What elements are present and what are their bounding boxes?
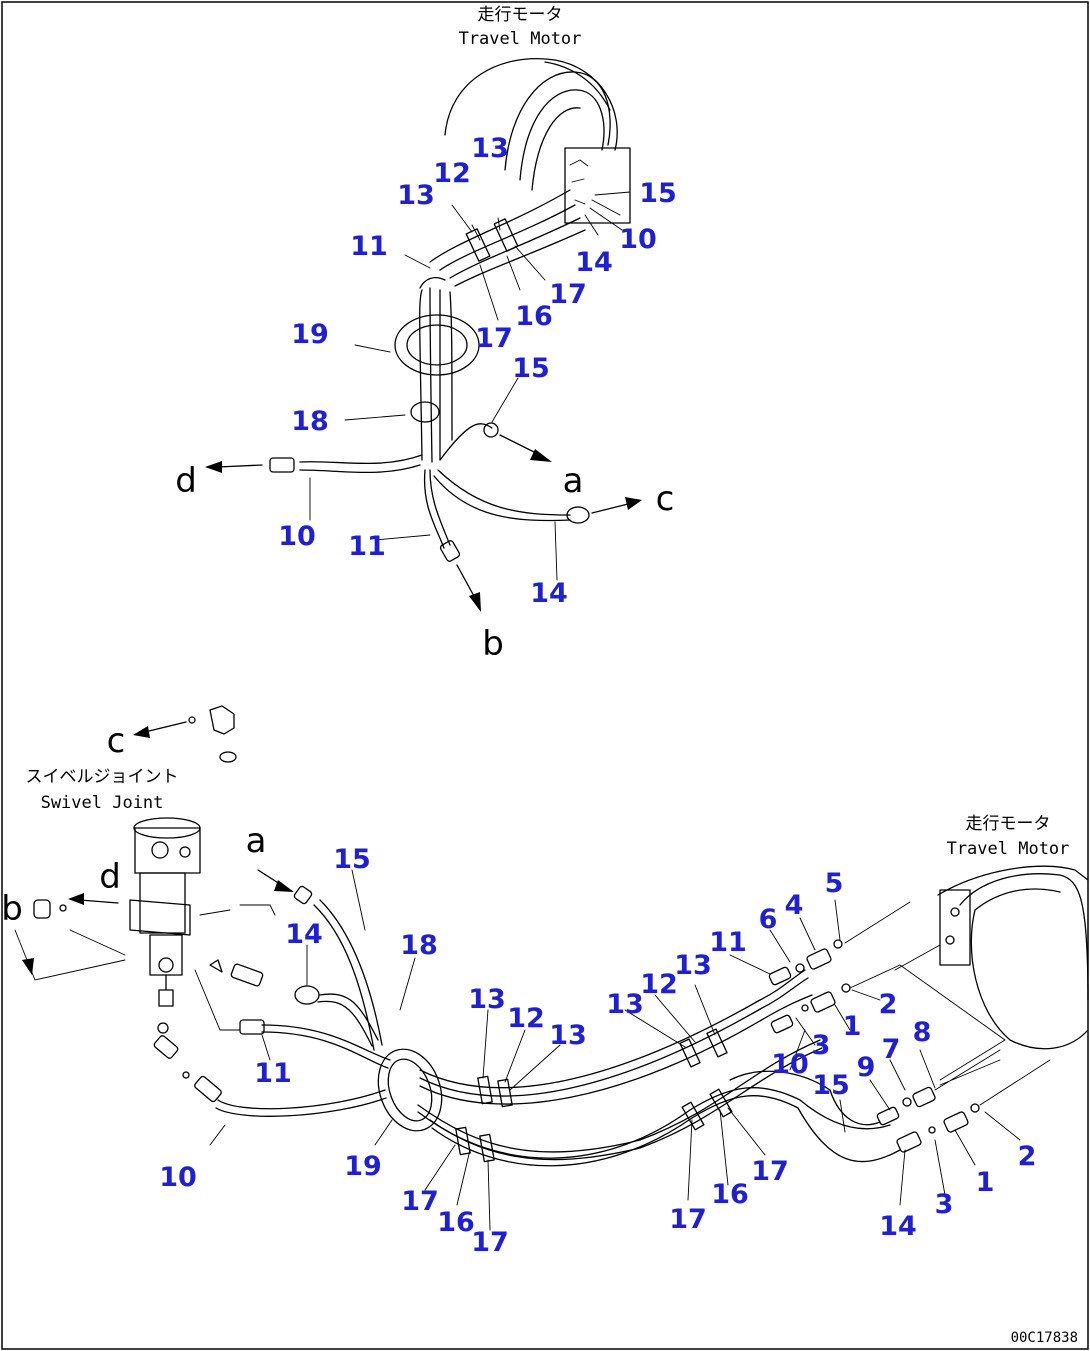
- part-number: 11: [254, 1058, 292, 1089]
- part-number: 14: [575, 247, 613, 278]
- swivel-joint: [129, 817, 201, 1007]
- part-number: 17: [751, 1156, 789, 1187]
- part-number: 16: [437, 1207, 475, 1238]
- part-number: 13: [606, 989, 644, 1020]
- part-number: 11: [709, 927, 747, 958]
- part-number: 18: [400, 930, 438, 961]
- top-motor-caption-jp: 走行モータ: [478, 5, 563, 25]
- part-number: 17: [401, 1186, 439, 1217]
- top-view: [205, 58, 642, 612]
- part-number: 12: [640, 969, 678, 1000]
- part-number: 13: [397, 180, 435, 211]
- part-number: 13: [471, 133, 509, 164]
- swivel-caption-en: Swivel Joint: [41, 793, 164, 813]
- bottom-letter-c: c: [107, 721, 126, 761]
- part-number: 3: [935, 1189, 954, 1220]
- top-letter-b: b: [482, 624, 504, 664]
- part-number: 15: [639, 178, 677, 209]
- elbow-fitting: [133, 705, 237, 763]
- part-number: 19: [344, 1151, 382, 1182]
- part-number: 16: [515, 301, 553, 332]
- part-number: 14: [879, 1211, 917, 1242]
- part-number: 17: [669, 1204, 707, 1235]
- part-number: 14: [530, 578, 568, 609]
- part-number: 14: [285, 919, 323, 950]
- part-number: 5: [825, 868, 844, 899]
- part-number: 11: [350, 231, 388, 262]
- part-number: 13: [549, 1020, 587, 1051]
- part-number: 12: [507, 1003, 545, 1034]
- part-number: 4: [785, 890, 804, 921]
- drawing-code: 00C17838: [1011, 1330, 1078, 1346]
- part-number: 17: [471, 1227, 509, 1258]
- part-number: 9: [857, 1052, 876, 1083]
- part-number: 2: [879, 989, 898, 1020]
- part-number: 3: [812, 1030, 831, 1061]
- top-letter-c: c: [656, 479, 675, 519]
- top-travel-motor: [444, 58, 631, 224]
- part-number: 8: [913, 1017, 932, 1048]
- top-letter-a: a: [563, 461, 584, 501]
- part-number: 15: [812, 1070, 850, 1101]
- bottom-view: [14, 705, 1089, 1231]
- part-number: 11: [348, 531, 386, 562]
- part-number: 17: [549, 279, 587, 310]
- part-number: 6: [759, 904, 778, 935]
- part-number: 17: [475, 323, 513, 354]
- part-number: 15: [512, 353, 550, 384]
- right-travel-motor: [937, 865, 1089, 1050]
- part-number: 13: [674, 950, 712, 981]
- part-number: 12: [433, 158, 471, 189]
- bottom-letter-a: a: [246, 821, 267, 861]
- bottom-letter-b: b: [1, 889, 23, 929]
- part-number: 7: [882, 1034, 901, 1065]
- part-number: 16: [711, 1179, 749, 1210]
- part-number: 19: [291, 319, 329, 350]
- right-motor-caption-jp: 走行モータ: [966, 814, 1051, 834]
- top-letter-d: d: [175, 461, 197, 501]
- top-motor-caption-en: Travel Motor: [459, 29, 582, 49]
- bottom-letter-d: d: [99, 857, 121, 897]
- part-number: 10: [619, 224, 657, 255]
- part-number: 18: [291, 406, 329, 437]
- part-number: 10: [771, 1049, 809, 1080]
- part-number: 13: [468, 984, 506, 1015]
- swivel-caption-jp: スイベルジョイント: [26, 767, 179, 787]
- part-number: 10: [278, 521, 316, 552]
- part-number: 15: [333, 844, 371, 875]
- part-number: 1: [843, 1011, 862, 1042]
- right-motor-caption-en: Travel Motor: [947, 839, 1070, 859]
- part-number: 2: [1018, 1141, 1037, 1172]
- part-number: 1: [976, 1167, 995, 1198]
- part-number: 10: [159, 1162, 197, 1193]
